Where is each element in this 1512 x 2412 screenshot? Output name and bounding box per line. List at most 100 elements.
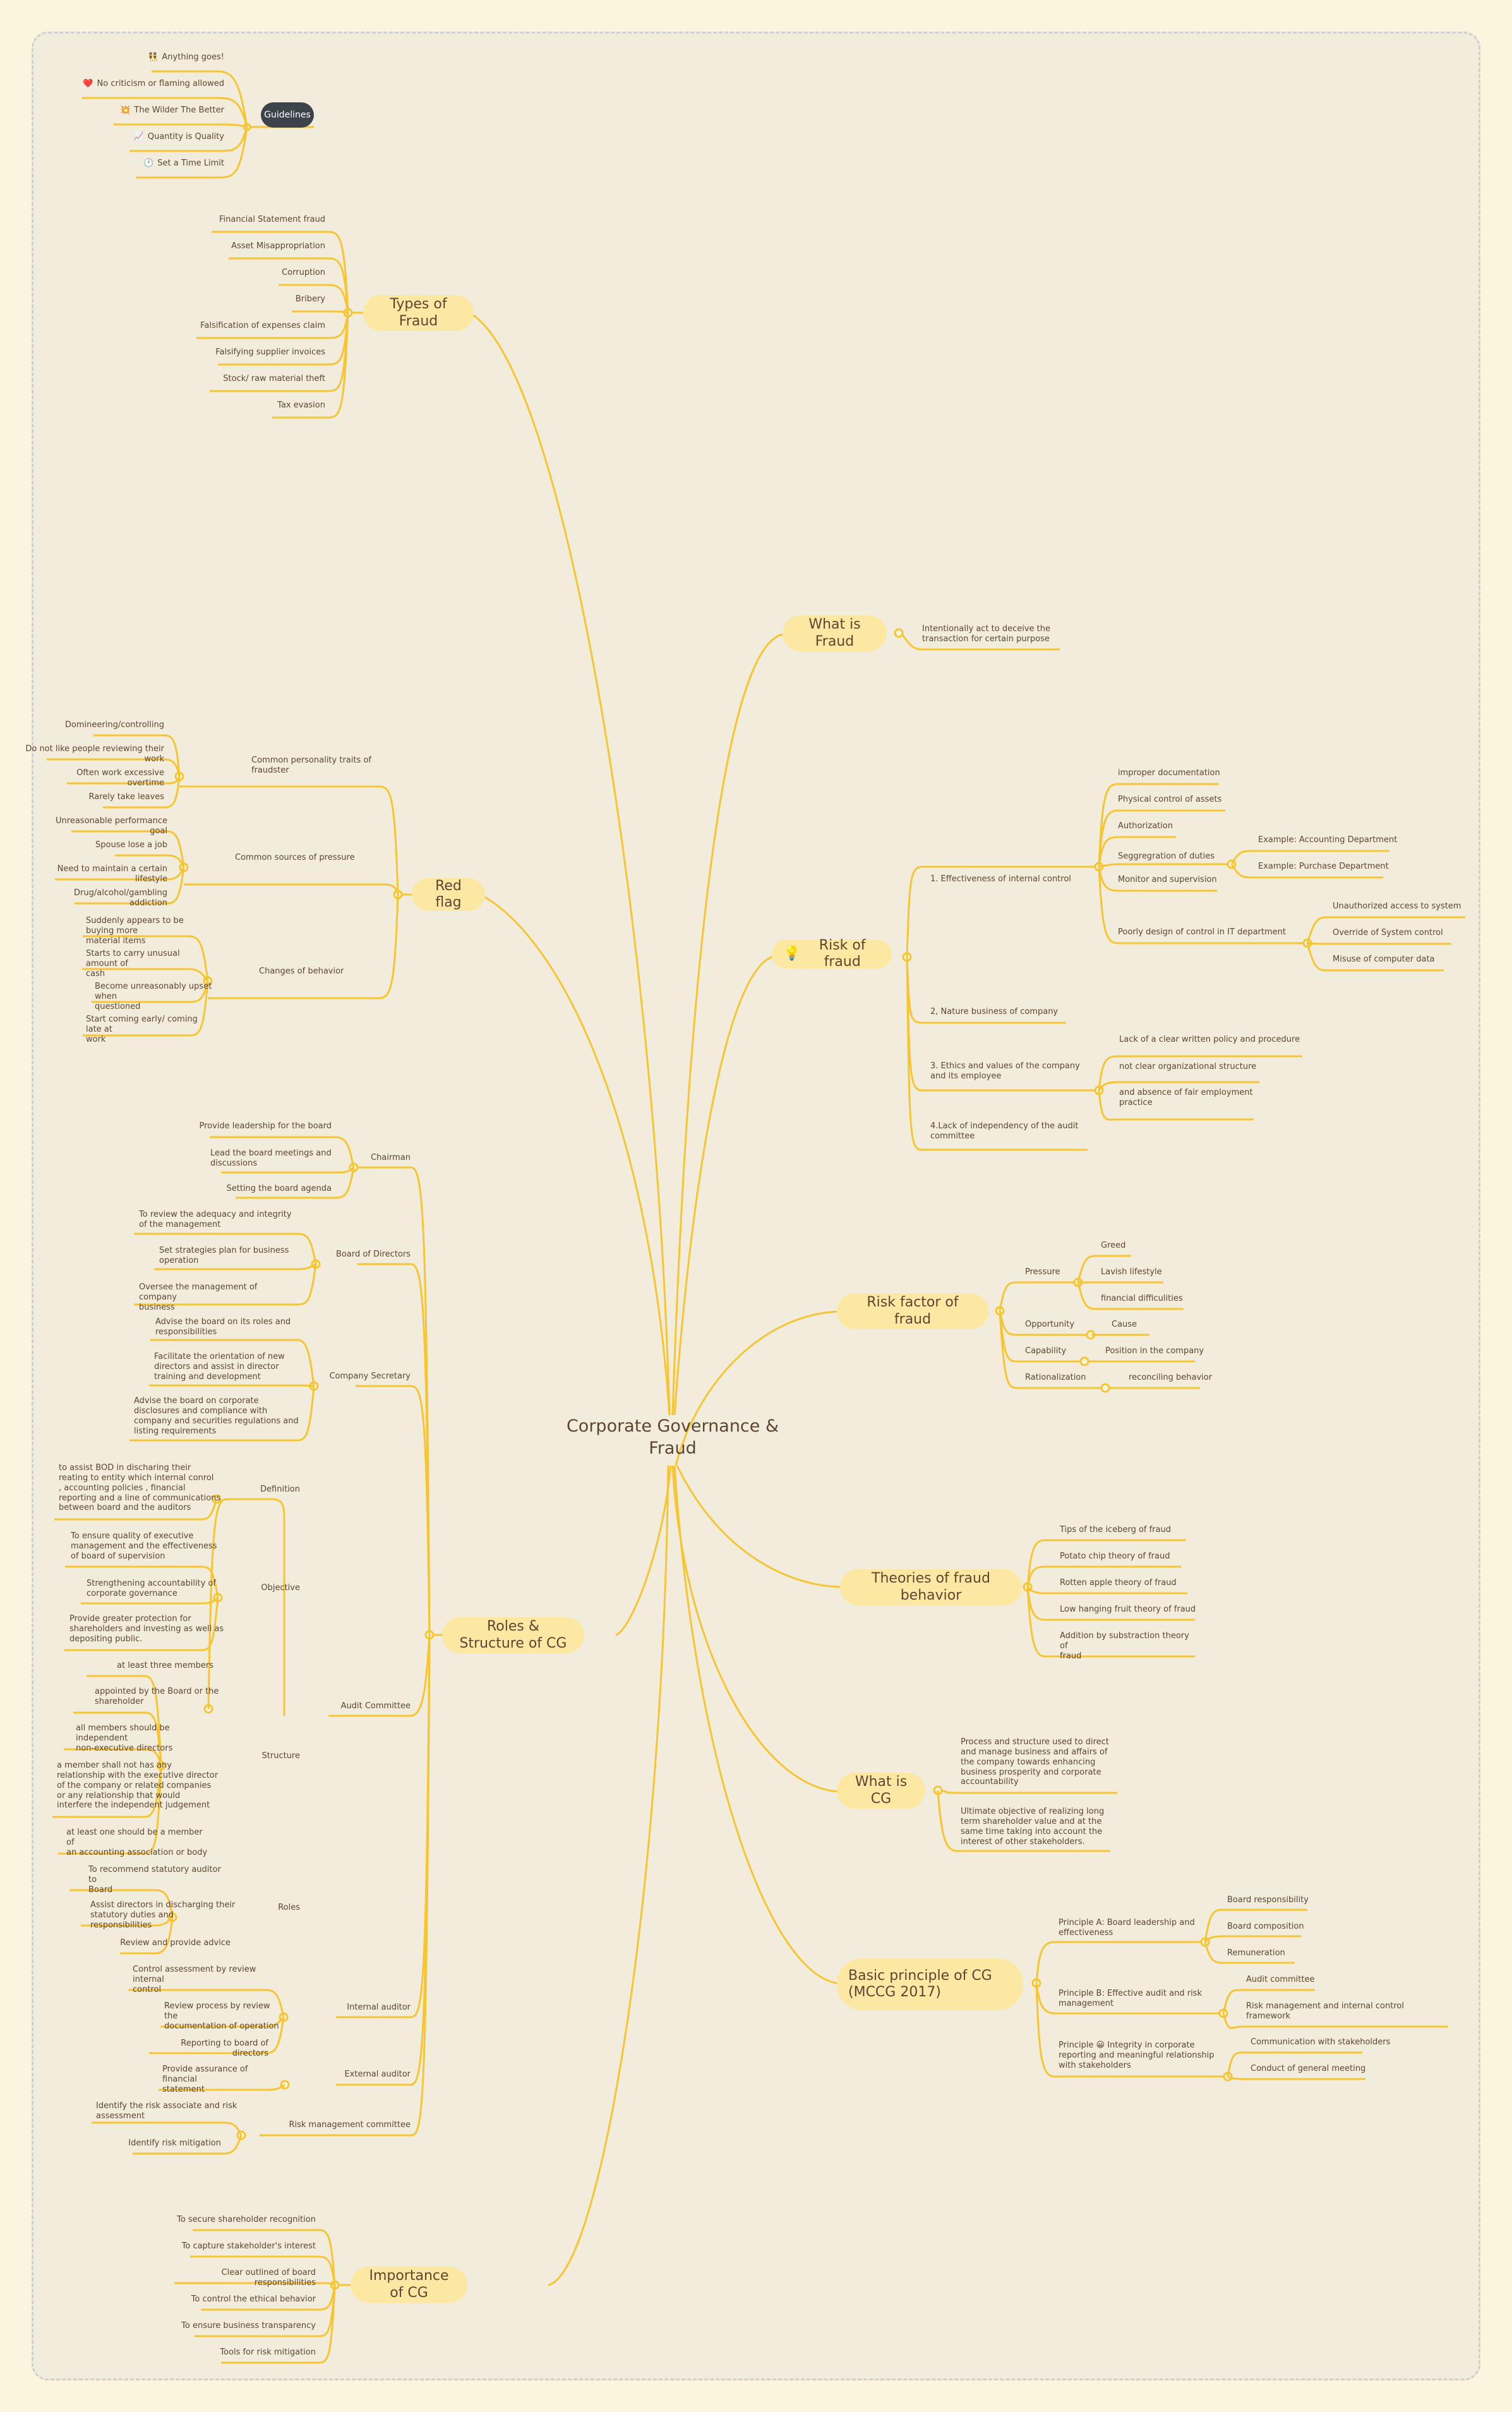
theory-item[interactable]: Low hanging fruit theory of fraud xyxy=(1060,1605,1196,1614)
duty-example[interactable]: Example: Purchase Department xyxy=(1258,862,1389,871)
risk-branch[interactable]: 4.Lack of independency of the audit comm… xyxy=(930,1121,1079,1141)
factor-item[interactable]: Lavish lifestyle xyxy=(1101,1267,1162,1277)
fraud-type-item[interactable]: Stock/ raw material theft xyxy=(223,374,325,383)
topic-roles-structure[interactable]: Roles & Structure of CG xyxy=(442,1617,584,1653)
importance-item[interactable]: Clear outlined of board responsibilities xyxy=(221,2268,316,2288)
principle-branch[interactable]: Principle 😀 Integrity in corporate repor… xyxy=(1059,2041,1215,2070)
role-item[interactable]: Identify the risk associate and risk ass… xyxy=(96,2101,237,2121)
role-item[interactable]: Setting the board agenda xyxy=(226,1184,332,1193)
role-branch[interactable]: Board of Directors xyxy=(336,1250,411,1259)
principle-item[interactable]: Conduct of general meeting xyxy=(1251,2064,1366,2073)
role-item[interactable]: Lead the board meetings and discussions xyxy=(210,1149,332,1168)
red-flag-item[interactable]: Drug/alcohol/gambling addiction xyxy=(74,888,167,908)
fraud-type-item[interactable]: Financial Statement fraud xyxy=(219,215,325,224)
theory-item[interactable]: Tips of the iceberg of fraud xyxy=(1060,1525,1171,1535)
factor-item[interactable]: financial difficulities xyxy=(1101,1294,1183,1303)
red-flag-item[interactable]: Often work excessive overtime xyxy=(76,768,164,788)
role-branch[interactable]: Chairman xyxy=(371,1153,411,1162)
ethics-item[interactable]: and absence of fair employment practice xyxy=(1119,1088,1253,1107)
factor-branch[interactable]: Pressure xyxy=(1025,1267,1060,1277)
factor-item[interactable]: Greed xyxy=(1101,1241,1126,1250)
topic-types-of-fraud[interactable]: Types of Fraud xyxy=(363,295,474,331)
role-branch[interactable]: Risk management committee xyxy=(289,2120,411,2130)
fraud-type-item[interactable]: Corruption xyxy=(282,268,325,277)
red-flag-item[interactable]: Starts to carry unusual amount of cash xyxy=(86,949,180,979)
red-flag-item[interactable]: Do not like people reviewing their work xyxy=(25,744,164,764)
red-flag-item[interactable]: Spouse lose a job xyxy=(95,840,167,850)
factor-item[interactable]: Position in the company xyxy=(1105,1346,1204,1356)
audit-item[interactable]: at least one should be a member of an ac… xyxy=(66,1828,208,1857)
role-item[interactable]: Advise the board on corporate disclosure… xyxy=(134,1396,299,1436)
audit-item[interactable]: appointed by the Board or the shareholde… xyxy=(95,1687,219,1706)
role-item[interactable]: Facilitate the orientation of new direct… xyxy=(154,1352,285,1382)
role-item[interactable]: Reporting to board of directors xyxy=(181,2039,268,2058)
fraud-type-item[interactable]: Falsification of expenses claim xyxy=(200,321,325,330)
role-branch[interactable]: External auditor xyxy=(344,2070,411,2079)
role-item[interactable]: Set strategies plan for business operati… xyxy=(159,1246,289,1265)
importance-item[interactable]: To control the ethical behavior xyxy=(191,2294,316,2304)
audit-item[interactable]: To ensure quality of executive managemen… xyxy=(71,1531,217,1561)
red-flag-item[interactable]: Rarely take leaves xyxy=(88,792,164,802)
red-flag-item[interactable]: Suddenly appears to be buying more mater… xyxy=(86,916,184,946)
it-risk-item[interactable]: Override of System control xyxy=(1333,928,1443,938)
risk-branch[interactable]: 1. Effectiveness of internal control xyxy=(930,874,1071,884)
audit-item[interactable]: Strengthening accountability of corporat… xyxy=(87,1579,217,1598)
role-item[interactable]: Control assessment by review internal co… xyxy=(133,1965,256,1994)
it-risk-item[interactable]: Misuse of computer data xyxy=(1333,955,1435,964)
guideline-item[interactable]: 💥The Wilder The Better xyxy=(95,106,224,116)
topic-what-is-cg[interactable]: What is CG xyxy=(837,1773,925,1809)
red-flag-item[interactable]: Need to maintain a certain lifestyle xyxy=(57,864,167,884)
factor-item[interactable]: Cause xyxy=(1112,1320,1137,1329)
factor-branch[interactable]: Capability xyxy=(1025,1346,1067,1356)
red-flag-item[interactable]: Unreasonable performance goal xyxy=(56,816,167,836)
control-item[interactable]: Poorly design of control in IT departmen… xyxy=(1118,927,1286,937)
principle-branch[interactable]: Principle B: Effective audit and risk ma… xyxy=(1059,1989,1202,2008)
guideline-item[interactable]: 🕐Set a Time Limit xyxy=(95,159,224,169)
audit-item[interactable]: To recommend statutory auditor to Board xyxy=(88,1865,221,1895)
principle-item[interactable]: Board composition xyxy=(1227,1922,1304,1931)
role-branch[interactable]: Company Secretary xyxy=(329,1372,411,1381)
importance-item[interactable]: To secure shareholder recognition xyxy=(177,2215,316,2224)
red-flag-item[interactable]: Domineering/controlling xyxy=(64,720,164,730)
red-flag-branch[interactable]: Common personality traits of fraudster xyxy=(251,756,371,775)
factor-item[interactable]: reconciling behavior xyxy=(1129,1373,1213,1382)
control-item[interactable]: Authorization xyxy=(1118,821,1173,831)
guideline-item[interactable]: 👯Anything goes! xyxy=(95,52,224,63)
principle-item[interactable]: Remuneration xyxy=(1227,1948,1285,1958)
role-item[interactable]: Oversee the management of company busine… xyxy=(139,1282,258,1312)
control-item[interactable]: Seggregration of duties xyxy=(1118,852,1215,861)
topic-what-is-fraud[interactable]: What is Fraud xyxy=(783,615,887,651)
factor-branch[interactable]: Opportunity xyxy=(1025,1320,1075,1329)
audit-item[interactable]: all members should be independent non-ex… xyxy=(76,1723,173,1753)
control-item[interactable]: Monitor and supervision xyxy=(1118,875,1217,884)
theory-item[interactable]: Addition by substraction theory of fraud xyxy=(1060,1631,1189,1661)
importance-item[interactable]: To ensure business transparency xyxy=(181,2321,316,2331)
red-flag-branch[interactable]: Common sources of pressure xyxy=(235,853,355,862)
central-topic[interactable]: Corporate Governance & Fraud xyxy=(566,1416,779,1459)
guideline-item[interactable]: ❤️No criticism or flaming allowed xyxy=(63,79,224,89)
fraud-type-item[interactable]: Asset Misappropriation xyxy=(231,241,325,251)
fraud-type-item[interactable]: Bribery xyxy=(295,294,325,304)
audit-item[interactable]: Review and provide advice xyxy=(120,1938,231,1948)
role-branch[interactable]: Audit Committee xyxy=(340,1701,411,1711)
theory-item[interactable]: Rotten apple theory of fraud xyxy=(1060,1578,1177,1588)
fraud-type-item[interactable]: Tax evasion xyxy=(277,401,325,410)
role-item[interactable]: Advise the board on its roles and respon… xyxy=(155,1317,291,1337)
red-flag-item[interactable]: Start coming early/ coming late at work xyxy=(86,1015,198,1044)
audit-subbranch[interactable]: Definition xyxy=(260,1485,300,1494)
principle-item[interactable]: Communication with stakeholders xyxy=(1251,2037,1391,2047)
audit-subbranch[interactable]: Roles xyxy=(278,1903,300,1912)
audit-item[interactable]: at least three members xyxy=(117,1661,213,1670)
duty-example[interactable]: Example: Accounting Department xyxy=(1258,835,1398,845)
principle-item[interactable]: Board responsibility xyxy=(1227,1895,1309,1905)
role-item[interactable]: Provide leadership for the board xyxy=(199,1121,332,1131)
principle-branch[interactable]: Principle A: Board leadership and effect… xyxy=(1059,1918,1195,1938)
importance-item[interactable]: Tools for risk mitigation xyxy=(220,2348,316,2357)
topic-importance-of-cg[interactable]: Importance of CG xyxy=(351,2267,467,2303)
fraud-type-item[interactable]: Falsifying supplier invoices xyxy=(215,347,325,357)
control-item[interactable]: improper documentation xyxy=(1118,768,1220,778)
fraud-definition[interactable]: Intentionally act to deceive the transac… xyxy=(922,624,1051,644)
audit-item[interactable]: Assist directors in discharging their st… xyxy=(90,1900,236,1930)
control-item[interactable]: Physical control of assets xyxy=(1118,795,1222,804)
audit-subbranch[interactable]: Structure xyxy=(261,1751,300,1761)
